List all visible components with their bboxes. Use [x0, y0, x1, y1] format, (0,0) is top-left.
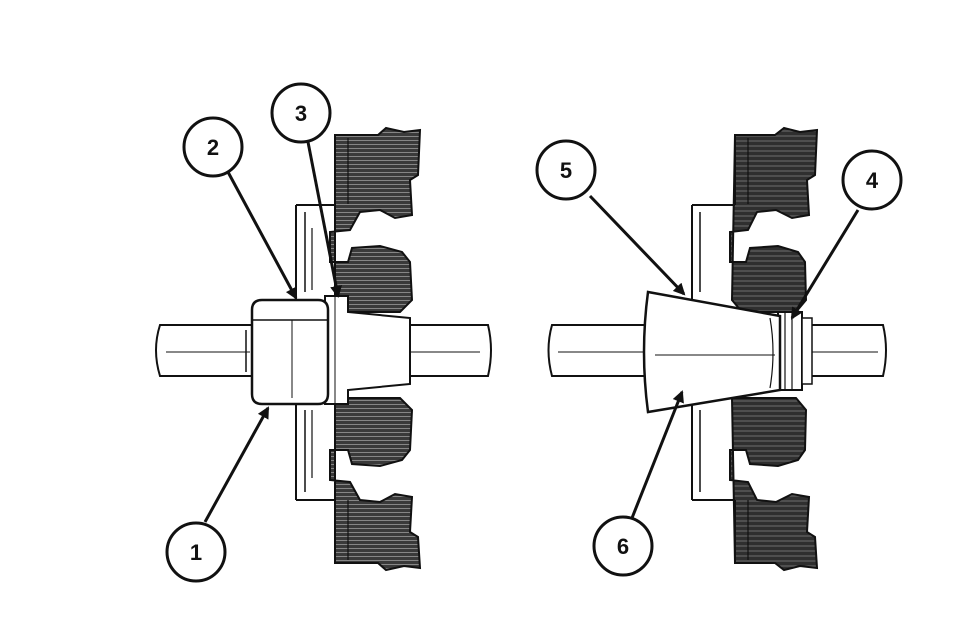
- callout-3: 3: [270, 82, 332, 144]
- callout-4-label: 4: [866, 168, 879, 193]
- arrow-2: [226, 171, 298, 300]
- callout-5-label: 5: [560, 158, 572, 183]
- callout-2: 2: [182, 116, 244, 178]
- callouts: 1 2 3 4 5 6: [165, 82, 903, 583]
- callout-6-label: 6: [617, 534, 629, 559]
- arrow-5: [588, 194, 686, 296]
- leader-arrows: [203, 141, 860, 523]
- arrow-4: [790, 209, 860, 320]
- left-assembly: [155, 126, 492, 572]
- right-seal: [777, 311, 813, 391]
- callout-1: 1: [165, 521, 227, 583]
- arrow-3: [306, 141, 342, 298]
- right-assembly: [547, 126, 887, 572]
- left-bearing-cone: [324, 295, 411, 405]
- right-hub-housing: [691, 126, 819, 572]
- arrow-6: [630, 390, 684, 519]
- right-tapered-installer: [642, 290, 782, 414]
- callout-3-label: 3: [295, 101, 307, 126]
- callout-2-label: 2: [207, 135, 219, 160]
- arrow-1: [203, 406, 270, 523]
- callout-6: 6: [592, 515, 654, 577]
- left-installer-tool: [245, 298, 330, 406]
- callout-5: 5: [535, 139, 597, 201]
- callout-4: 4: [841, 149, 903, 211]
- callout-1-label: 1: [190, 540, 202, 565]
